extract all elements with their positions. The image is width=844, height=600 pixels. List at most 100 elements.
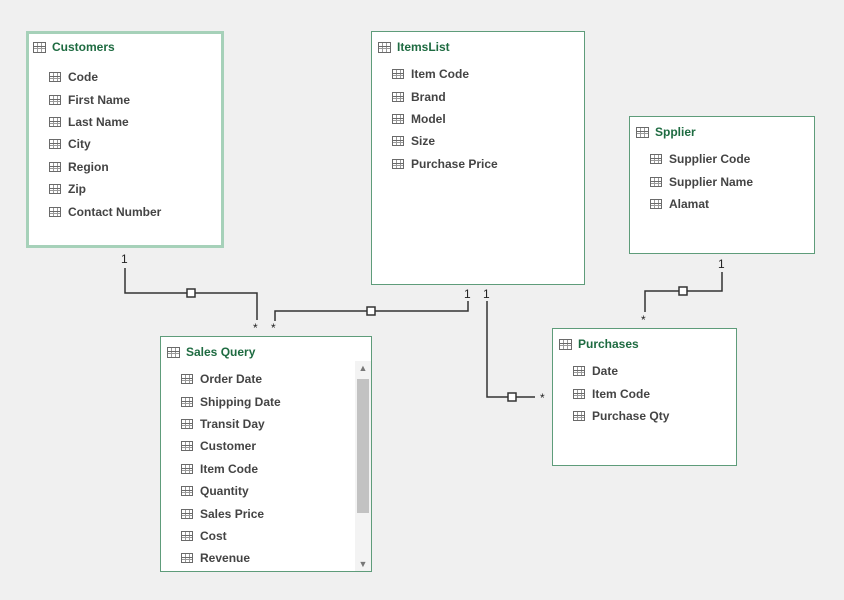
field-label: Code: [68, 70, 98, 85]
field-label: Supplier Name: [669, 174, 754, 189]
column-icon: [573, 410, 585, 421]
field-label: Model: [411, 111, 446, 126]
table-header[interactable]: ItemsList: [378, 38, 450, 56]
field-item[interactable]: Shipping Date: [181, 390, 353, 412]
column-icon: [392, 69, 404, 80]
field-list: Supplier Code Supplier Name Alamat: [650, 148, 796, 215]
table-header[interactable]: Purchases: [559, 335, 639, 353]
cardinality-one-supplier: 1: [718, 257, 725, 271]
column-icon: [49, 94, 61, 105]
table-icon: [636, 126, 649, 138]
column-icon: [181, 374, 193, 385]
field-item[interactable]: Model: [392, 108, 566, 130]
relationship-arrow-supplier-purchases: [678, 286, 688, 296]
field-label: Revenue: [200, 551, 251, 566]
field-item[interactable]: Cost: [181, 525, 353, 547]
scroll-thumb[interactable]: [357, 379, 369, 513]
table-header[interactable]: Spplier: [636, 123, 696, 141]
field-item[interactable]: Item Code: [573, 382, 718, 404]
column-icon: [392, 113, 404, 124]
cardinality-one-customers: 1: [121, 252, 128, 266]
field-label: Date: [592, 364, 619, 379]
field-label: Order Date: [200, 372, 263, 387]
table-title: Spplier: [655, 125, 696, 139]
field-list: Code First Name Last Name City Region Zi…: [49, 66, 203, 223]
table-title: Purchases: [578, 337, 639, 351]
table-icon: [33, 41, 46, 53]
table-card-itemslist[interactable]: ItemsList Item Code Brand Model Size Pur…: [371, 31, 585, 285]
field-item[interactable]: Supplier Code: [650, 148, 796, 170]
relationship-line-items-sales: [274, 301, 469, 321]
field-item[interactable]: Quantity: [181, 480, 353, 502]
column-icon: [49, 206, 61, 217]
column-icon: [49, 161, 61, 172]
table-header[interactable]: Sales Query: [167, 343, 255, 361]
field-item[interactable]: Purchase Qty: [573, 405, 718, 427]
scroll-up-icon[interactable]: ▲: [358, 363, 368, 373]
field-item[interactable]: City: [49, 133, 203, 155]
field-list: Item Code Brand Model Size Purchase Pric…: [392, 63, 566, 175]
column-icon: [181, 418, 193, 429]
field-item[interactable]: Revenue: [181, 547, 353, 569]
field-item[interactable]: Zip: [49, 178, 203, 200]
column-icon: [49, 116, 61, 127]
table-card-sales-query[interactable]: Sales Query Order Date Shipping Date Tra…: [160, 336, 372, 572]
table-card-purchases[interactable]: Purchases Date Item Code Purchase Qty: [552, 328, 737, 466]
field-label: Purchase Price: [411, 156, 498, 171]
field-item[interactable]: Code: [49, 66, 203, 88]
field-label: Sales Price: [200, 506, 265, 521]
field-item[interactable]: First Name: [49, 88, 203, 110]
cardinality-one-items-sales: 1: [464, 287, 471, 301]
field-label: Item Code: [411, 67, 470, 82]
field-item[interactable]: Contact Number: [49, 200, 203, 222]
relationship-arrow-items-sales: [366, 306, 376, 316]
column-icon: [49, 139, 61, 150]
field-label: Customer: [200, 439, 257, 454]
field-label: Shipping Date: [200, 394, 281, 409]
column-icon: [181, 441, 193, 452]
field-label: Contact Number: [68, 204, 162, 219]
field-list: Date Item Code Purchase Qty: [573, 360, 718, 427]
field-item[interactable]: Supplier Name: [650, 170, 796, 192]
relationship-arrow-customers-sales: [186, 288, 196, 298]
column-icon: [573, 388, 585, 399]
field-item[interactable]: Last Name: [49, 111, 203, 133]
relationship-line-customers-sales: [124, 268, 258, 320]
field-item[interactable]: Item Code: [181, 458, 353, 480]
column-icon: [392, 136, 404, 147]
column-icon: [49, 72, 61, 83]
table-card-customers[interactable]: Customers Code First Name Last Name City…: [26, 31, 224, 248]
cardinality-one-items-purchases: 1: [483, 287, 490, 301]
table-header[interactable]: Customers: [33, 38, 115, 56]
field-label: First Name: [68, 92, 131, 107]
column-icon: [650, 198, 662, 209]
table-title: Sales Query: [186, 345, 256, 359]
field-item[interactable]: Purchase Price: [392, 153, 566, 175]
field-item[interactable]: Sales Price: [181, 502, 353, 524]
field-item[interactable]: Date: [573, 360, 718, 382]
field-item[interactable]: Size: [392, 130, 566, 152]
vertical-scrollbar[interactable]: ▲ ▼: [355, 361, 371, 571]
relationship-arrow-items-purchases: [507, 392, 517, 402]
field-item[interactable]: Item Code: [392, 63, 566, 85]
field-item[interactable]: Alamat: [650, 193, 796, 215]
field-label: Purchase Qty: [592, 408, 670, 423]
field-item[interactable]: Transit Day: [181, 413, 353, 435]
field-item[interactable]: Customer: [181, 435, 353, 457]
table-icon: [167, 346, 180, 358]
field-label: Supplier Code: [669, 152, 751, 167]
table-card-spplier[interactable]: Spplier Supplier Code Supplier Name Alam…: [629, 116, 815, 254]
field-item[interactable]: Region: [49, 156, 203, 178]
column-icon: [573, 366, 585, 377]
cardinality-many-sales-items: *: [271, 321, 276, 335]
scroll-down-icon[interactable]: ▼: [358, 559, 368, 569]
cardinality-many-purchases-supplier: *: [641, 313, 646, 327]
column-icon: [181, 530, 193, 541]
field-item[interactable]: Brand: [392, 85, 566, 107]
field-label: Brand: [411, 89, 446, 104]
field-item[interactable]: Order Date: [181, 368, 353, 390]
column-icon: [181, 508, 193, 519]
relationship-line-items-purchases: [486, 301, 535, 398]
field-label: Item Code: [592, 386, 651, 401]
field-label: Quantity: [200, 484, 249, 499]
